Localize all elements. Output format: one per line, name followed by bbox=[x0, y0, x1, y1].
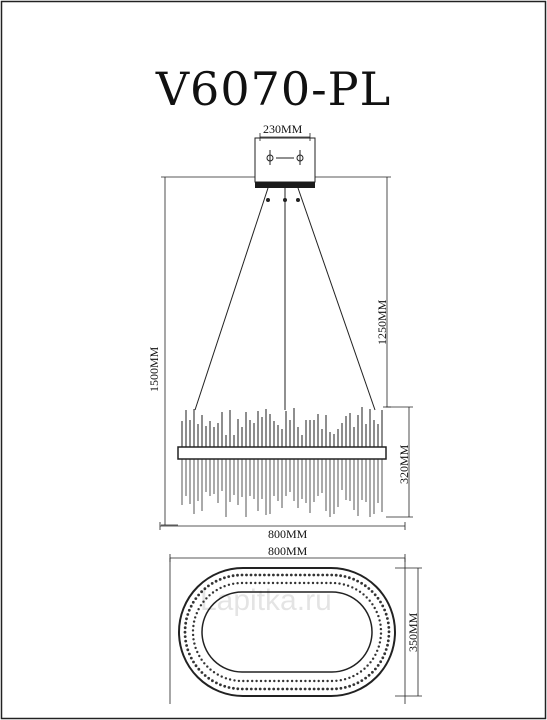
crystal-rods-upper bbox=[181, 407, 383, 447]
total-height-dimension bbox=[161, 176, 255, 526]
watermark: Lapitka.ru bbox=[200, 584, 332, 617]
ceiling-mount bbox=[255, 182, 315, 188]
top-length-label: 800MM bbox=[268, 544, 308, 558]
front-width-label: 800MM bbox=[268, 527, 308, 541]
canopy-width-dimension bbox=[259, 133, 311, 141]
top-depth-dimension bbox=[395, 567, 422, 697]
top-depth-label: 350MM bbox=[406, 612, 420, 652]
canopy-plate bbox=[254, 137, 316, 183]
model-title: V6070-PL bbox=[155, 62, 392, 116]
cable-length-label: 1250MM bbox=[375, 299, 389, 345]
total-height-label: 1500MM bbox=[147, 346, 161, 392]
suspension-cables bbox=[194, 187, 376, 411]
crystal-dots-ring bbox=[183, 573, 391, 691]
front-width-dimension bbox=[159, 522, 406, 530]
cable-length-dimension bbox=[315, 176, 391, 408]
top-length-dimension bbox=[169, 554, 406, 704]
canopy-width-label: 230MM bbox=[263, 122, 303, 136]
cable-clamp bbox=[266, 198, 270, 202]
body-height-dimension bbox=[386, 406, 413, 518]
top-view-inner bbox=[201, 591, 373, 673]
cable-clamp bbox=[283, 198, 287, 202]
frame-bar bbox=[177, 446, 387, 460]
top-view-outer bbox=[178, 567, 396, 697]
body-height-label: 320MM bbox=[397, 444, 411, 484]
cable-clamp bbox=[296, 198, 300, 202]
crystal-rods-lower bbox=[181, 459, 383, 517]
